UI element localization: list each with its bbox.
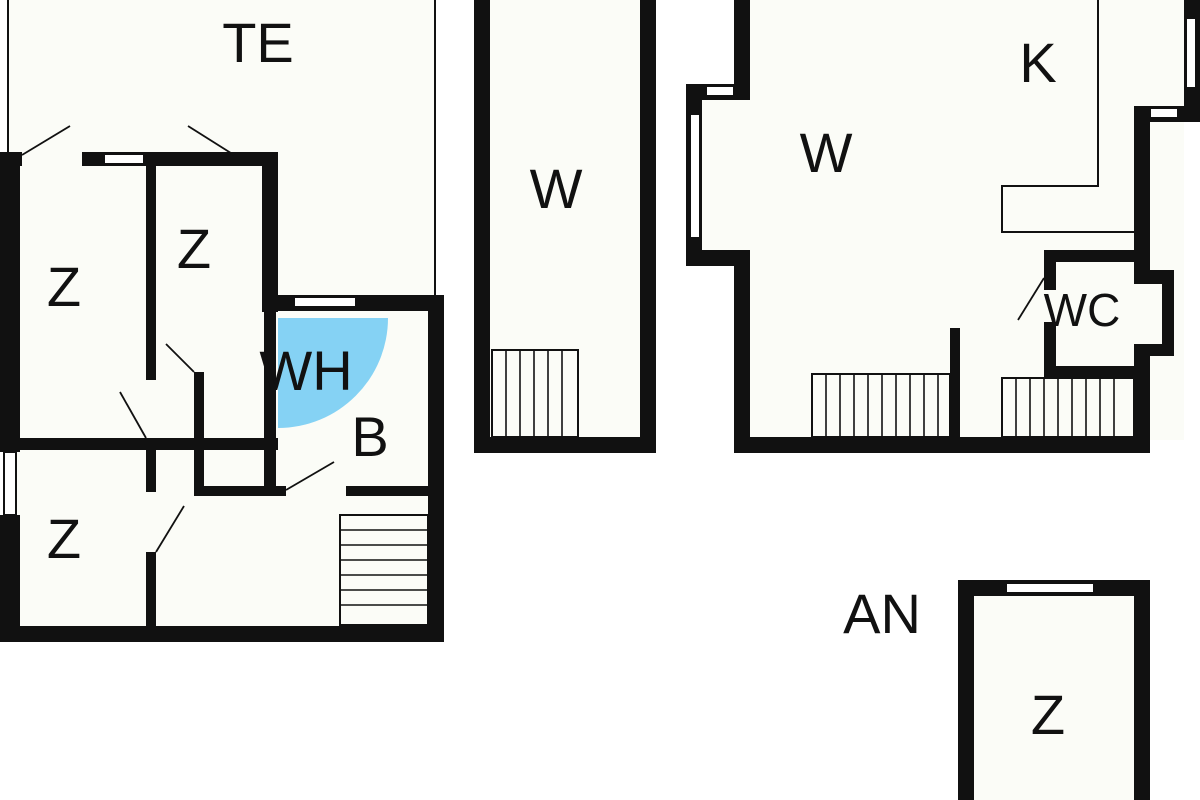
stairs-right-1	[811, 373, 951, 438]
room-label-annex-z: Z	[1031, 683, 1065, 746]
annex-building: AN Z	[843, 580, 1150, 800]
wc-floor	[1054, 262, 1134, 370]
window-bay-left	[689, 113, 701, 239]
door-wc	[1017, 277, 1045, 321]
annex-window	[1005, 582, 1095, 594]
door-swing-2	[187, 125, 235, 156]
door-swing-6	[285, 461, 335, 491]
door-swing-5	[155, 505, 185, 553]
door-swing-1	[21, 125, 71, 156]
wall-bath-bottom	[346, 486, 430, 496]
room-label-wash: WH	[259, 339, 352, 402]
room-label-kitchen: K	[1019, 31, 1056, 94]
wall-left	[0, 152, 20, 452]
room-label-wc: WC	[1044, 284, 1121, 336]
wall-step-vertical	[262, 152, 278, 312]
right-wall-top-left	[734, 0, 750, 100]
window-left	[3, 451, 17, 516]
room-label-z-mid-top: Z	[177, 217, 211, 280]
stairs-left-building	[339, 514, 429, 626]
left-building: TE Z Z WH B Z	[0, 0, 444, 642]
wall-hall-left	[194, 372, 204, 496]
door-swing-3	[165, 343, 195, 373]
wall-z-lower-divider-2	[146, 552, 156, 630]
wall-horizontal-mid	[16, 438, 278, 450]
middle-wall-bottom	[474, 437, 656, 453]
left-building-floor	[16, 160, 436, 630]
wc-wall-top	[1044, 250, 1150, 262]
room-label-z-left-bottom: Z	[47, 507, 81, 570]
annex-wall-right	[1134, 580, 1150, 800]
right-wall-bottom	[734, 437, 1150, 453]
annex-label: AN	[843, 582, 921, 645]
middle-wall-left	[474, 0, 490, 453]
wall-bottom	[0, 626, 444, 642]
room-label-w-middle: W	[530, 157, 583, 220]
window-notch	[1149, 107, 1179, 119]
window-right	[1185, 17, 1197, 89]
stairs-middle	[491, 349, 579, 438]
wc-wall-bottom	[1044, 366, 1150, 378]
wall-bath-left	[264, 311, 276, 496]
wall-z-lower-divider	[146, 450, 156, 492]
window-top	[103, 153, 145, 165]
annex-wall-left	[958, 580, 974, 800]
annex-floor	[972, 596, 1136, 800]
wc-bump-floor	[1134, 284, 1162, 344]
door-swing-4	[119, 391, 147, 439]
room-label-z-left-top: Z	[47, 255, 81, 318]
right-interior-stub	[950, 328, 960, 440]
room-label-bath: B	[351, 405, 388, 468]
wall-z-divider	[146, 160, 156, 380]
wall-left-lower	[0, 515, 20, 641]
middle-floor	[488, 0, 640, 440]
middle-building: W	[474, 0, 656, 453]
right-wall-left	[734, 250, 750, 453]
wc-wall-left	[1044, 250, 1056, 290]
wall-hall-bottom	[194, 486, 286, 496]
room-label-terrace: TE	[222, 11, 294, 74]
right-floor-bay	[700, 96, 752, 254]
shower-area	[278, 318, 388, 428]
stairs-right-2	[1001, 377, 1135, 438]
room-label-w-right: W	[800, 121, 853, 184]
window-bay-top	[705, 85, 735, 97]
wall-right	[428, 296, 444, 642]
right-building: W K WC	[686, 0, 1200, 453]
kitchen-counter	[1001, 0, 1134, 233]
wc-wall-left-lower	[1044, 322, 1056, 378]
window-bath	[293, 296, 357, 308]
middle-wall-right	[640, 0, 656, 453]
